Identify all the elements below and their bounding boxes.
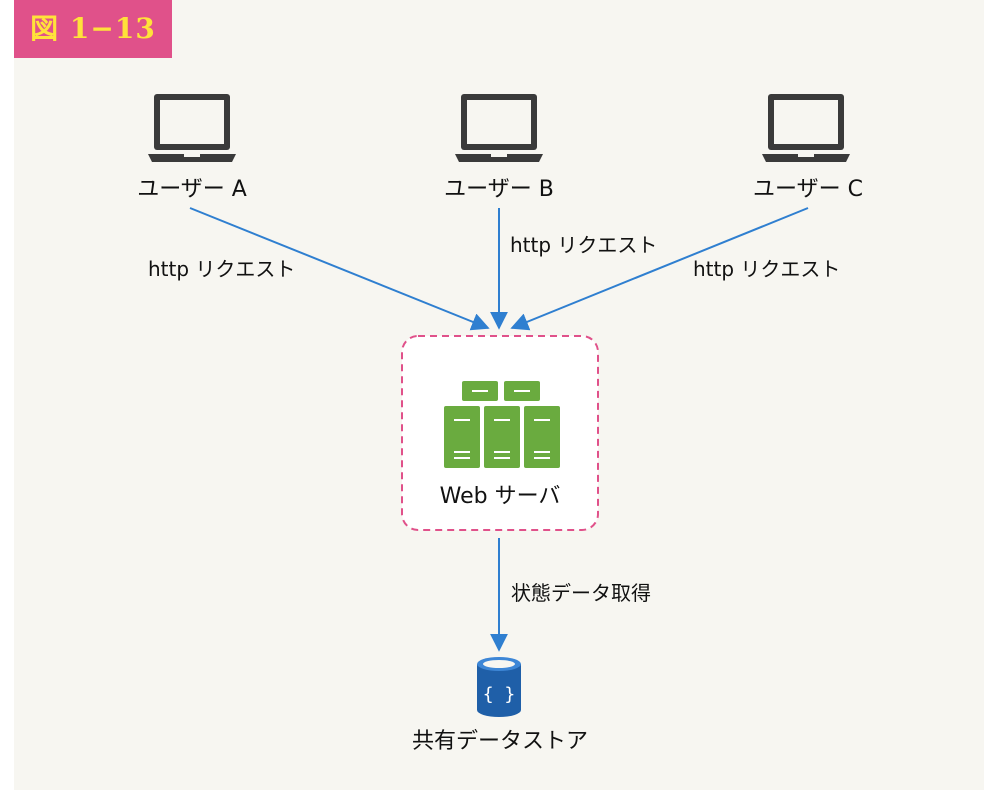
request-arrow-c <box>510 207 809 331</box>
web-server-label: Web サーバ <box>440 484 561 509</box>
user-b-label: ユーザー B <box>444 177 554 202</box>
user-a-label: ユーザー A <box>137 177 247 202</box>
request-label-a: http リクエスト <box>148 257 295 281</box>
request-label-c: http リクエスト <box>693 257 840 281</box>
figure-label: 図 1−13 <box>14 0 172 58</box>
laptop-icon-user-c <box>762 94 850 162</box>
server-rack-icon <box>444 381 560 468</box>
laptop-icon-user-a <box>148 94 236 162</box>
datastore-label: 共有データストア <box>412 729 588 754</box>
request-label-b: http リクエスト <box>510 233 657 257</box>
state-fetch-label: 状態データ取得 <box>511 581 651 605</box>
server-rack-lines <box>454 390 550 459</box>
datastore-icon-glyph: { } <box>483 684 516 705</box>
laptop-icon-user-b <box>455 94 543 162</box>
datastore-icon: { } <box>477 657 521 717</box>
user-c-label: ユーザー C <box>753 177 863 202</box>
request-arrow-a <box>189 207 490 331</box>
